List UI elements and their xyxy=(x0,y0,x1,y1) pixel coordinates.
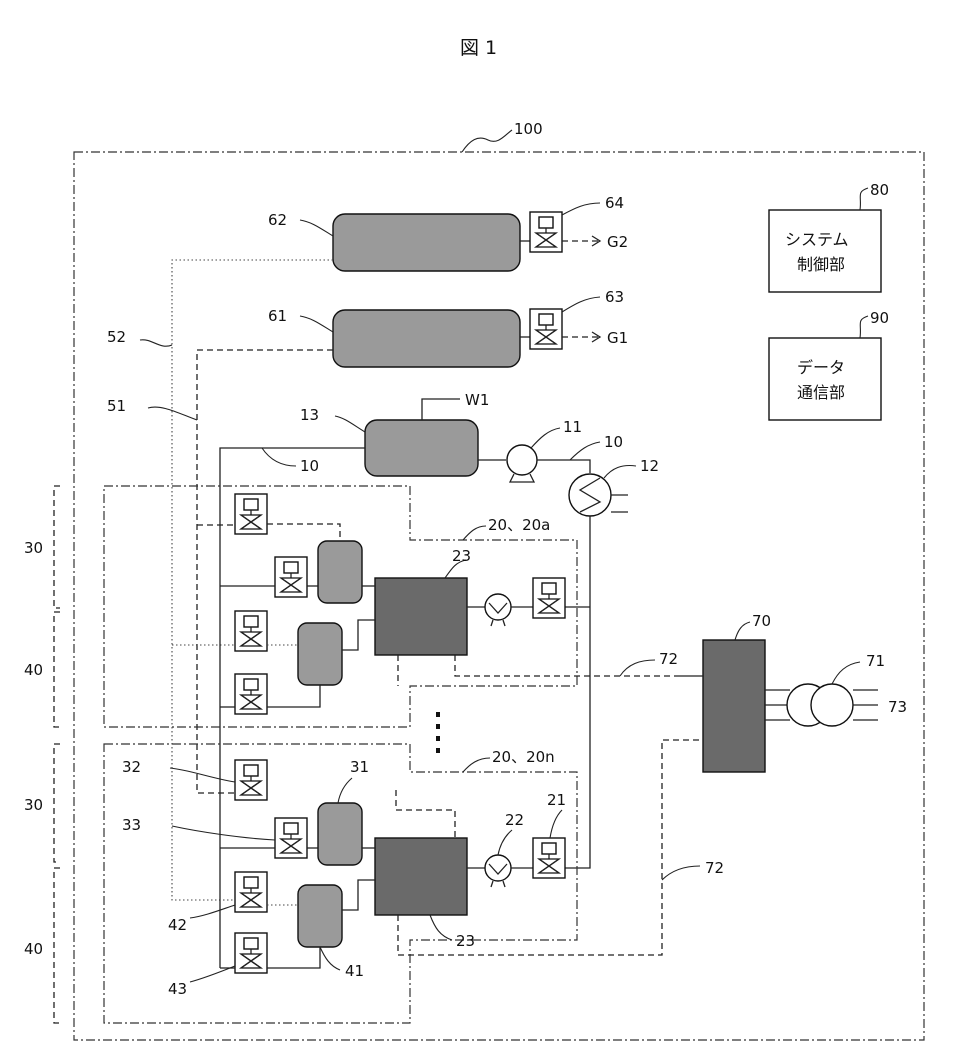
valve-32a xyxy=(235,494,267,534)
output-g1: G1 xyxy=(607,329,628,347)
group-40b: 40 xyxy=(24,940,43,958)
system-control-line1: システム xyxy=(785,230,849,249)
water-w1: W1 xyxy=(465,391,489,409)
power-unit-70 xyxy=(703,640,765,772)
pump-22a xyxy=(485,594,511,626)
unit-20n-ref: 20、20n xyxy=(492,748,555,766)
pump-11 xyxy=(507,445,537,482)
power-70-ref: 70 xyxy=(752,612,771,630)
valve-64-ref: 64 xyxy=(605,194,624,212)
system-control-ref: 80 xyxy=(870,181,889,199)
group-40a: 40 xyxy=(24,661,43,679)
valve-33a xyxy=(275,557,307,597)
data-comm-unit: データ 通信部 90 xyxy=(769,309,889,420)
valve-43-ref: 43 xyxy=(168,980,187,998)
stack-23 xyxy=(375,838,467,915)
pump-22-ref: 22 xyxy=(505,811,524,829)
system-leader xyxy=(462,130,512,152)
valve-42 xyxy=(235,872,267,912)
valve-43a xyxy=(235,674,267,714)
line-72-ref-lower: 72 xyxy=(705,859,724,877)
tank-62-ref: 62 xyxy=(268,211,287,229)
gas-tank-61 xyxy=(333,310,520,367)
valve-21 xyxy=(533,838,565,878)
valve-32 xyxy=(235,760,267,800)
heat-exchanger-12 xyxy=(569,474,628,516)
system-control-unit: システム 制御部 80 xyxy=(769,181,889,292)
stack-23a xyxy=(375,578,467,655)
pump-22 xyxy=(485,855,511,887)
line-52-ref: 52 xyxy=(107,328,126,346)
group-30a: 30 xyxy=(24,539,43,557)
valve-63-ref: 63 xyxy=(605,288,624,306)
heat-12-ref: 12 xyxy=(640,457,659,475)
tank-31-ref: 31 xyxy=(350,758,369,776)
tank-13-ref: 13 xyxy=(300,406,319,424)
system-ref: 100 xyxy=(514,120,543,138)
data-comm-ref: 90 xyxy=(870,309,889,327)
valve-21a xyxy=(533,578,565,618)
trans-71-ref: 71 xyxy=(866,652,885,670)
grid-73-ref: 73 xyxy=(888,698,907,716)
data-comm-line2: 通信部 xyxy=(797,383,845,402)
figure-title: 図 1 xyxy=(460,37,497,59)
valve-64 xyxy=(530,212,562,252)
valve-33 xyxy=(275,818,307,858)
line-72-ref-upper: 72 xyxy=(659,650,678,668)
tank-31 xyxy=(318,803,362,865)
tank-41 xyxy=(298,885,342,947)
ellipsis-dots xyxy=(436,712,440,753)
tank-41-ref: 41 xyxy=(345,962,364,980)
output-g2: G2 xyxy=(607,233,628,251)
valve-42a xyxy=(235,611,267,651)
pipe-10-ref-right: 10 xyxy=(604,433,623,451)
system-control-line2: 制御部 xyxy=(797,255,845,274)
valve-33-ref: 33 xyxy=(122,816,141,834)
transformer-71 xyxy=(787,684,853,726)
valve-32-ref: 32 xyxy=(122,758,141,776)
gas-line-52 xyxy=(172,260,333,900)
valve-42-ref: 42 xyxy=(168,916,187,934)
gas-tank-62 xyxy=(333,214,520,271)
unit-20a-ref: 20、20a xyxy=(488,516,550,534)
stack-23a-ref: 23 xyxy=(452,547,471,565)
data-comm-line1: データ xyxy=(797,358,845,377)
line-51-ref: 51 xyxy=(107,397,126,415)
pipe-10-ref-left: 10 xyxy=(300,457,319,475)
valve-21-ref: 21 xyxy=(547,791,566,809)
stack-23-ref: 23 xyxy=(456,932,475,950)
tank-41a xyxy=(298,623,342,685)
pump-11-ref: 11 xyxy=(563,418,582,436)
group-30b: 30 xyxy=(24,796,43,814)
group-brackets xyxy=(54,486,60,1023)
tank-31a xyxy=(318,541,362,603)
valve-43 xyxy=(235,933,267,973)
water-tank-13 xyxy=(365,420,478,476)
tank-61-ref: 61 xyxy=(268,307,287,325)
valve-63 xyxy=(530,309,562,349)
